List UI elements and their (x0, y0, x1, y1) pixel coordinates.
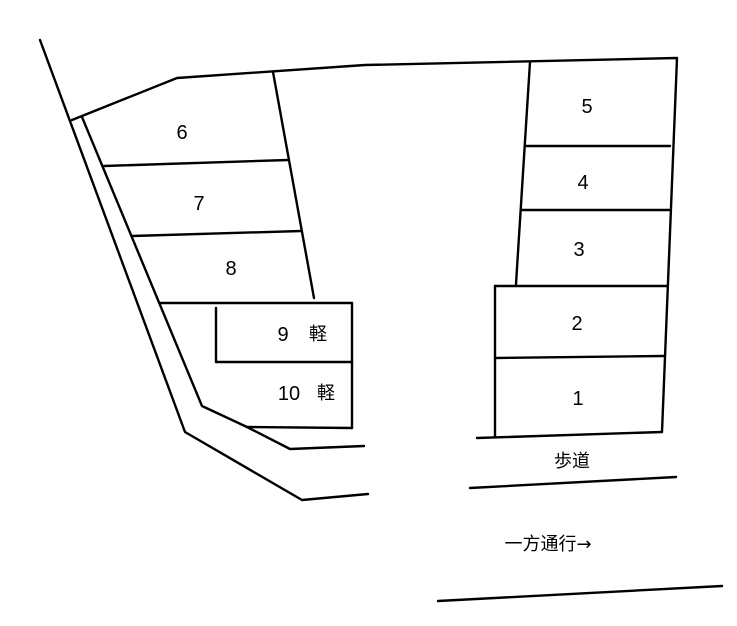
space-label-9: 9 (277, 324, 288, 346)
sidewalk-lower-line (468, 475, 678, 490)
space-label-2: 2 (571, 313, 582, 335)
left-outer-boundary (38, 38, 370, 502)
space-label-4: 4 (577, 172, 588, 194)
space-label-10-kei: 軽 (317, 383, 335, 404)
space-6-rear-line (271, 70, 316, 300)
space-label-8: 8 (225, 258, 236, 280)
space-label-3: 3 (573, 239, 584, 261)
space-label-1: 1 (572, 388, 583, 410)
space-label-5: 5 (581, 96, 592, 118)
space-label-10: 10 (278, 383, 300, 405)
divider-2-1 (493, 354, 666, 360)
one-way-label: 一方通行→ (504, 534, 591, 555)
sidewalk-label: 歩道 (554, 451, 590, 472)
space-label-9-kei: 軽 (309, 324, 327, 345)
space-3-5-left-line (514, 60, 532, 286)
space-10-bottom-line (245, 425, 354, 430)
road-bottom-line (436, 584, 724, 603)
space-label-7: 7 (193, 193, 204, 215)
divider-7-8 (130, 229, 303, 238)
divider-6-7 (102, 158, 290, 168)
space-label-6: 6 (176, 122, 187, 144)
top-boundary (70, 56, 679, 440)
